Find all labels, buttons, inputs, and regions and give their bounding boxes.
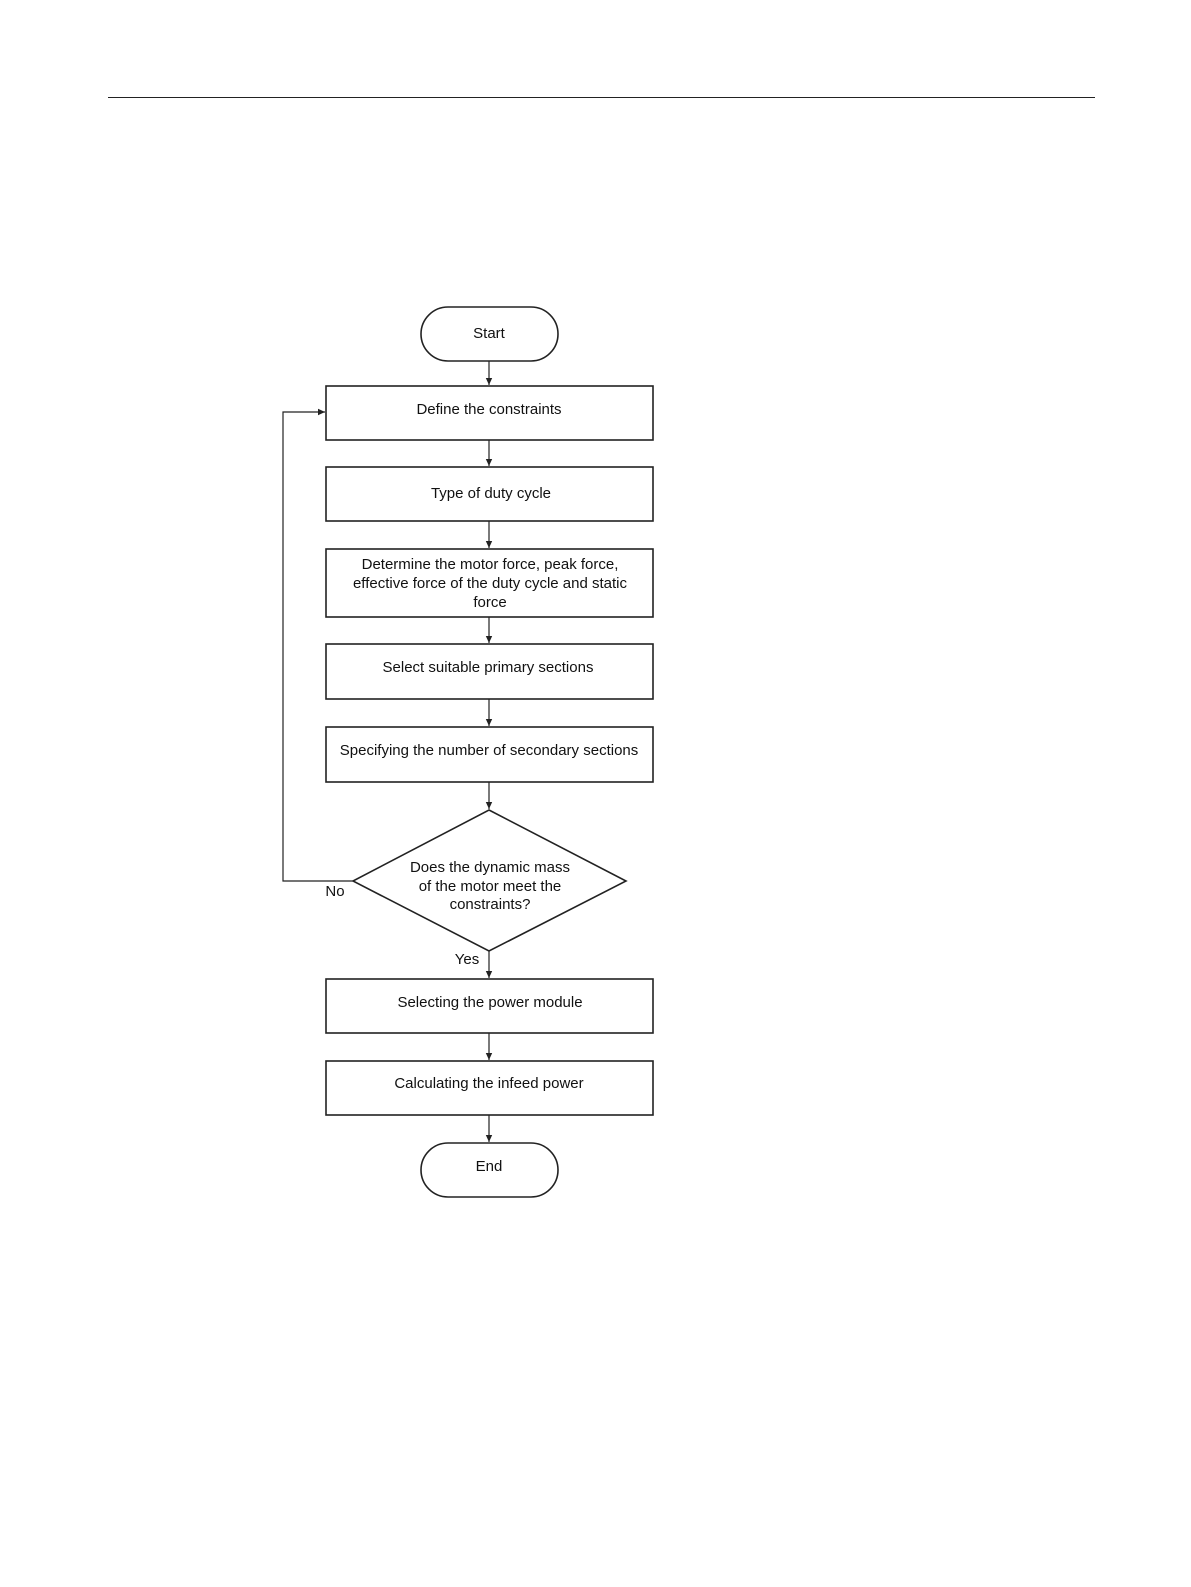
infeed-power-label: Calculating the infeed power bbox=[394, 1075, 583, 1092]
duty-cycle-type-label: Type of duty cycle bbox=[431, 485, 551, 502]
header-rule bbox=[108, 97, 1095, 98]
end-label: End bbox=[476, 1158, 503, 1175]
no-branch-label: No bbox=[325, 883, 344, 900]
select-primary-label: Select suitable primary sections bbox=[383, 659, 594, 676]
determine-force-line-1: Determine the motor force, peak force, bbox=[362, 556, 619, 573]
dynamic-mass-decision: Does the dynamic mass of the motor meet … bbox=[351, 809, 628, 952]
determine-force-line-2: effective force of the duty cycle and st… bbox=[353, 575, 628, 592]
duty-cycle-type-step: Type of duty cycle bbox=[325, 466, 654, 522]
determine-force-line-3: force bbox=[473, 594, 506, 611]
select-power-module-label: Selecting the power module bbox=[397, 994, 582, 1011]
decision-line-2: of the motor meet the bbox=[419, 878, 562, 895]
define-constraints-label: Define the constraints bbox=[416, 401, 561, 418]
start-label: Start bbox=[473, 325, 506, 342]
start-terminator: Start bbox=[420, 306, 559, 362]
select-power-module-step: Selecting the power module bbox=[325, 978, 654, 1034]
specify-secondary-label: Specifying the number of secondary secti… bbox=[340, 742, 639, 759]
arrow-no-loop-to-define bbox=[282, 408, 353, 882]
decision-line-3: constraints? bbox=[450, 896, 531, 913]
specify-secondary-step: Specifying the number of secondary secti… bbox=[325, 726, 654, 783]
infeed-power-step: Calculating the infeed power bbox=[325, 1060, 654, 1116]
determine-force-step: Determine the motor force, peak force, e… bbox=[325, 548, 654, 618]
yes-branch-label: Yes bbox=[455, 951, 479, 968]
define-constraints-step: Define the constraints bbox=[325, 385, 654, 441]
end-terminator: End bbox=[420, 1142, 559, 1198]
decision-line-1: Does the dynamic mass bbox=[410, 859, 570, 876]
select-primary-step: Select suitable primary sections bbox=[325, 643, 654, 700]
